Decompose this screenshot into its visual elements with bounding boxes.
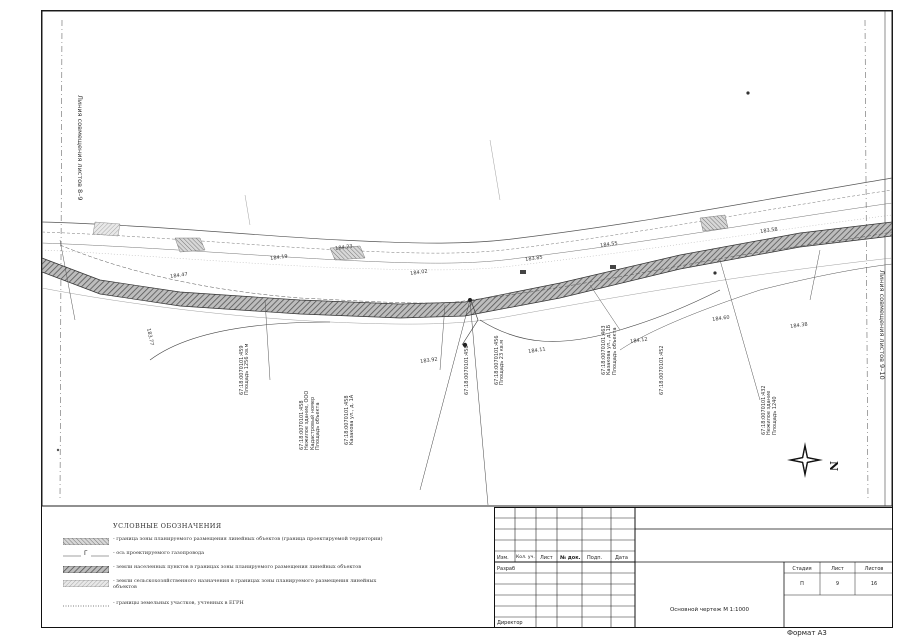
stamp-drawing-title: Основной чертеж М 1:1000: [669, 607, 750, 613]
node-marker-5: [56, 448, 60, 452]
node-marker-7: [520, 270, 526, 274]
legend: УСЛОВНЫЕ ОБОЗНАЧЕНИЯ - граница зоны план…: [43, 507, 493, 627]
plot-shade-1: [174, 237, 206, 253]
stamp-sheets-label: Листов: [864, 566, 884, 572]
plot-shade-4: [92, 221, 121, 237]
lower-line-2: [469, 231, 893, 301]
legend-text: - ось проектируемого газопровода: [113, 550, 205, 556]
legend-title: УСЛОВНЫЕ ОБОЗНАЧЕНИЯ: [113, 522, 222, 530]
leader-line-1: [419, 299, 471, 491]
legend-text: - земли сельскохозяйственного назначения…: [113, 578, 377, 590]
cadastral-label-4: 67:18:0070101:458: [464, 345, 470, 395]
leader-line-3: [59, 239, 76, 321]
legend-symbol-gas-axis: [63, 555, 109, 557]
legend-text: - граница зоны планируемого размещения л…: [113, 536, 383, 542]
stamp-stage-value: П: [800, 581, 804, 587]
stamp-sheet-label: Лист: [831, 566, 844, 572]
legend-item: Г - ось проектируемого газопровода: [63, 550, 393, 565]
legend-text: - земли населенных пунктов в границах зо…: [113, 564, 362, 570]
gas-corridor-hatch: [41, 221, 893, 319]
node-marker-2: [462, 342, 468, 348]
plot-shade-3: [699, 214, 729, 232]
leader-line-7: [589, 284, 621, 331]
legend-symbol-dotted: [63, 605, 109, 607]
legend-item: - граница зоны планируемого размещения л…: [63, 536, 393, 551]
lower-line-1: [59, 244, 471, 304]
stamp-stage-label: Стадия: [792, 566, 812, 572]
stamp-row-developer: Разраб: [497, 566, 516, 572]
leader-line-2: [469, 299, 489, 506]
leader-line-5: [439, 304, 446, 371]
cadastral-label-2: 67:18:0070101:458 Казакова ул., д. 1А: [344, 394, 356, 445]
match-line-right: [864, 19, 869, 501]
node-marker-6: [610, 265, 616, 269]
legend-symbol-hatch-dark: [63, 566, 109, 573]
legend-item: - границы земельных участков, учтенных в…: [63, 600, 393, 615]
node-marker-4: [713, 271, 717, 275]
stamp-header-list: Лист: [540, 555, 553, 561]
detail-line-1: [489, 139, 501, 201]
match-line-right-label: Линия совмещения листов 9–10: [878, 270, 886, 380]
parcel-curve-1: [149, 321, 331, 361]
legend-symbol-hatch-gray: [63, 538, 109, 545]
detail-line-2: [244, 194, 251, 226]
cadastral-label-6: 67:18:0070101:463 Казакова ул., д. 1Б Пл…: [601, 324, 618, 375]
node-marker-3: [746, 91, 750, 95]
stamp-sheets-value: 16: [870, 581, 878, 587]
leader-line-8: [809, 249, 821, 301]
cadastral-label-1: 67:18:0070101:458 Нежилое здание, ООО Ка…: [299, 390, 321, 450]
plot-shade-2: [329, 245, 366, 261]
stamp-header-kol: Кол. уч.: [516, 555, 535, 560]
road-line-2: [41, 189, 893, 254]
cadastral-label-7: 67:18:0070101:459 Площадь 1256 кв.м: [239, 343, 251, 395]
leader-line-4: [264, 299, 271, 381]
compass-icon: N: [787, 442, 840, 478]
legend-text: - границы земельных участков, учтенных в…: [113, 600, 244, 606]
cadastral-label-3: 67:18:0070101:456 Площадь 23 кв.м: [494, 335, 506, 385]
stamp-sheet-value: 9: [835, 581, 840, 587]
north-arrow: N: [783, 440, 843, 484]
road-line-3: [41, 202, 893, 264]
north-label: N: [827, 461, 840, 471]
stamp-header-date: Дата: [615, 555, 628, 561]
leader-line-6: [719, 259, 761, 401]
node-marker-1: [468, 298, 472, 302]
title-block: Изм. Кол. уч. Лист № док. Подп. Дата Раз…: [494, 507, 893, 628]
legend-gas-letter: Г: [84, 550, 88, 557]
legend-symbol-hatch-light: [63, 580, 109, 587]
road-line-1: [41, 177, 893, 244]
stamp-row-director: Директор: [497, 620, 523, 626]
cadastral-label-8: 67:18:0070101:432 Нежилое здание Площадь…: [761, 385, 778, 435]
format-label: Формат А3: [787, 629, 827, 637]
road-line-4: [41, 214, 893, 271]
stamp-header-doc: № док.: [560, 555, 581, 561]
lower-line-3: [41, 257, 893, 325]
stamp-header-podp: Подп.: [587, 555, 603, 561]
stamp-header-izm: Изм.: [497, 555, 509, 561]
title-block-grid: [494, 507, 893, 628]
legend-item: - земли населенных пунктов в границах зо…: [63, 564, 393, 579]
match-line-left-label: Линия совмещения листов 8–9: [76, 95, 84, 201]
match-line-left: [59, 19, 63, 501]
legend-item: - земли сельскохозяйственного назначения…: [63, 578, 393, 593]
parcel-curve-3: [619, 263, 893, 351]
parcel-edge-1: [461, 297, 479, 346]
cadastral-label-5: 67:18:0070101:452: [659, 345, 665, 395]
